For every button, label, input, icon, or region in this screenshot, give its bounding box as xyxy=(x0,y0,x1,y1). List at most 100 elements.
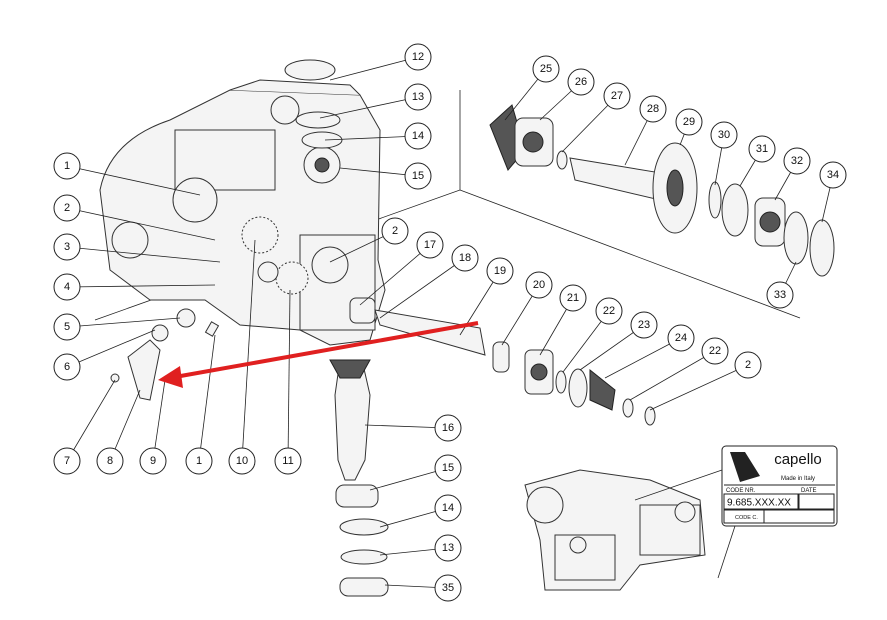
callout-35: 35 xyxy=(434,574,462,602)
leader-line xyxy=(369,467,449,491)
assembled-view-thumbnail xyxy=(524,469,736,591)
callout-25: 25 xyxy=(532,55,560,83)
leader-line xyxy=(66,329,156,368)
callout-circle xyxy=(667,324,695,352)
leader-line xyxy=(241,239,256,462)
callout-circle xyxy=(701,337,729,365)
callout-3: 3 xyxy=(53,233,81,261)
callout-13: 13 xyxy=(404,83,432,111)
callout-number: 24 xyxy=(675,332,687,344)
callout-circle xyxy=(603,82,631,110)
leader-line xyxy=(649,364,749,411)
plate-code-label: CODE NR. xyxy=(726,488,756,494)
callout-circle xyxy=(710,121,738,149)
callout-number: 7 xyxy=(64,455,70,467)
leader-line xyxy=(66,207,216,241)
callout-number: 20 xyxy=(533,279,545,291)
leader-line xyxy=(604,337,682,379)
callout-13: 13 xyxy=(434,534,462,562)
callout-15: 15 xyxy=(434,454,462,482)
callout-circle xyxy=(434,414,462,442)
identification-plate: capello Made in Italy CODE NR. DATE 9.68… xyxy=(721,445,838,527)
callout-number: 31 xyxy=(756,143,768,155)
callout-17: 17 xyxy=(416,231,444,259)
red-arrow-icon xyxy=(158,321,479,388)
leader-line xyxy=(364,424,449,429)
callout-number: 10 xyxy=(236,455,248,467)
callout-number: 28 xyxy=(647,103,659,115)
leader-line xyxy=(319,96,419,119)
callout-circle xyxy=(451,244,479,272)
callout-circle xyxy=(53,233,81,261)
gearbox-housing xyxy=(99,59,386,401)
callout-12: 12 xyxy=(404,43,432,71)
callout-18: 18 xyxy=(451,244,479,272)
callout-circle xyxy=(381,217,409,245)
callout-33: 33 xyxy=(766,281,794,309)
plate-brand: capello xyxy=(774,451,822,468)
callout-circle xyxy=(274,447,302,475)
callout-circle xyxy=(434,494,462,522)
callout-circle xyxy=(416,231,444,259)
callout-21: 21 xyxy=(559,284,587,312)
callout-number: 32 xyxy=(791,155,803,167)
leader-line xyxy=(66,379,116,462)
callout-circle xyxy=(185,447,213,475)
callout-5: 5 xyxy=(53,313,81,341)
callout-circle xyxy=(819,161,847,189)
vertical-shaft-assembly xyxy=(329,359,389,597)
callout-circle xyxy=(486,257,514,285)
callout-circle xyxy=(139,447,167,475)
callout-circle xyxy=(630,311,658,339)
callout-circle xyxy=(434,454,462,482)
leader-line xyxy=(324,135,419,141)
callout-number: 30 xyxy=(718,129,730,141)
callout-circle xyxy=(434,534,462,562)
leader-line xyxy=(198,334,216,462)
callout-number: 21 xyxy=(567,292,579,304)
callout-circle xyxy=(783,147,811,175)
callout-31: 31 xyxy=(748,135,776,163)
callout-8: 8 xyxy=(96,447,124,475)
callout-circle xyxy=(525,271,553,299)
callout-number: 14 xyxy=(442,502,454,514)
leader-line xyxy=(66,165,201,196)
callout-number: 26 xyxy=(575,76,587,88)
callout-32: 32 xyxy=(783,147,811,175)
callout-circle xyxy=(228,447,256,475)
callout-number: 25 xyxy=(540,63,552,75)
callout-14: 14 xyxy=(434,494,462,522)
callout-number: 27 xyxy=(611,90,623,102)
callout-number: 1 xyxy=(64,160,70,172)
callout-number: 5 xyxy=(64,321,70,333)
callout-circle xyxy=(53,194,81,222)
callout-number: 15 xyxy=(412,170,424,182)
leader-line xyxy=(379,257,466,319)
callout-2: 2 xyxy=(53,194,81,222)
callout-number: 6 xyxy=(64,361,70,373)
callout-number: 19 xyxy=(494,265,506,277)
callout-number: 13 xyxy=(412,91,424,103)
callout-23: 23 xyxy=(630,311,658,339)
callout-circle xyxy=(434,574,462,602)
callout-number: 12 xyxy=(412,51,424,63)
callout-number: 14 xyxy=(412,130,424,142)
callout-number: 1 xyxy=(196,455,202,467)
callout-circle xyxy=(567,68,595,96)
brand-logo-icon xyxy=(730,452,760,482)
plate-made-in: Made in Italy xyxy=(781,476,815,482)
callout-24: 24 xyxy=(667,324,695,352)
plate-date-label: DATE xyxy=(801,488,817,494)
callout-circle xyxy=(404,122,432,150)
callout-number: 18 xyxy=(459,252,471,264)
callout-circle xyxy=(53,313,81,341)
leader-line xyxy=(629,350,716,401)
callout-circle xyxy=(53,152,81,180)
leader-line xyxy=(329,56,419,81)
plate-code-value: 9.685.XXX.XX xyxy=(727,498,791,509)
leader-line xyxy=(66,284,216,288)
callout-28: 28 xyxy=(639,95,667,123)
callout-circle xyxy=(639,95,667,123)
